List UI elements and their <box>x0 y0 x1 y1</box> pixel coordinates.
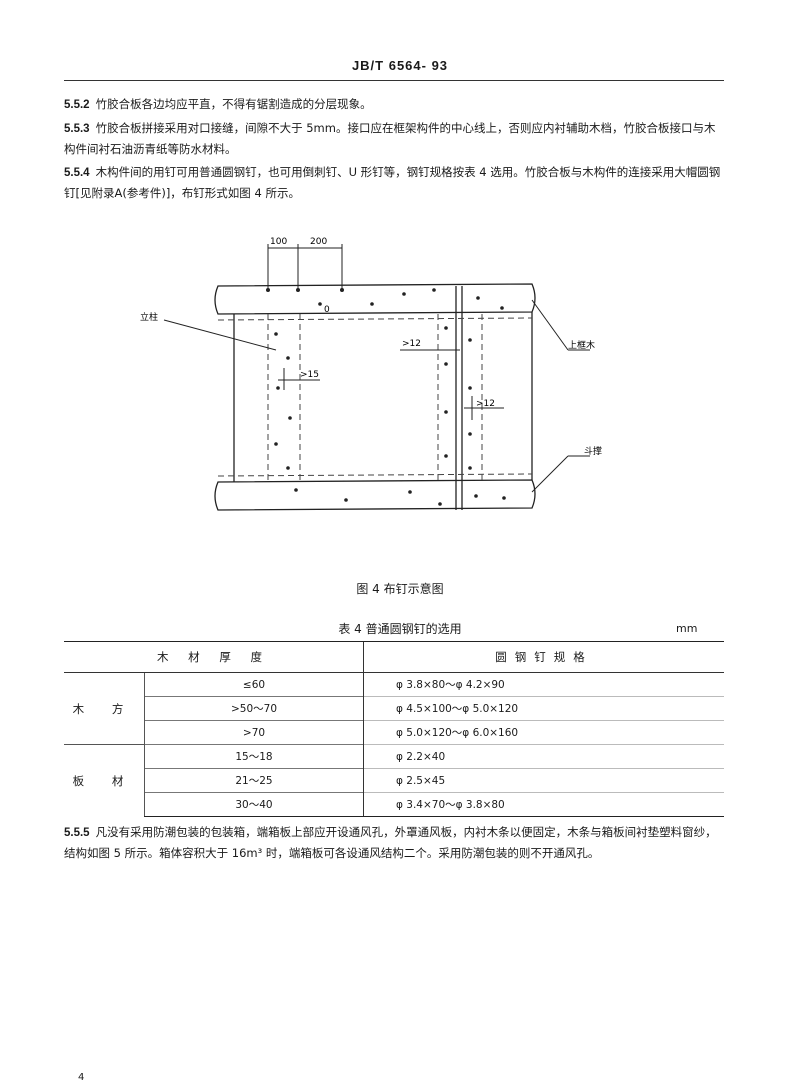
nail-dots <box>266 288 506 506</box>
section-number: 5.5.2 <box>64 99 90 111</box>
thickness-cell: >70 <box>144 720 364 745</box>
category-cell: 板 材 <box>64 744 145 817</box>
section-number: 5.5.4 <box>64 167 90 179</box>
spec-cell: φ 5.0×120～φ 6.0×160 <box>363 720 724 745</box>
bottom-beam <box>214 479 536 511</box>
top-beam <box>214 283 536 315</box>
thickness-cell: 30～40 <box>144 792 364 817</box>
standard-header: JB/T 6564- 93 <box>351 58 449 73</box>
header-rule <box>64 80 724 81</box>
thickness-cell: >50～70 <box>144 696 364 721</box>
min-12-label: >12 <box>476 399 495 409</box>
right-bottom-callout-label: 斗撑 <box>584 445 602 457</box>
section-text: 竹胶合板各边均应平直，不得有锯割造成的分层现象。 <box>95 97 372 111</box>
table-unit: mm <box>676 622 698 635</box>
leader-line <box>163 319 277 351</box>
table-row: 板 材 15～18 φ 2.2×40 <box>64 744 724 817</box>
table-header-row: 木 材 厚 度 圆钢钉规格 <box>64 641 724 673</box>
nailing-diagram: 100 200 0 立柱 上框木 斗撑 >15 >12 >12 <box>140 237 602 511</box>
spec-header: 圆钢钉规格 <box>363 641 724 673</box>
dim-100-label: 100 <box>270 237 287 247</box>
section-text: 竹胶合板拼接采用对口接缝，间隙不大于 5mm。接口应在框架构件的中心线上，否则应… <box>64 121 716 156</box>
table-row: >50～70 φ 4.5×100～φ 5.0×120 <box>64 696 724 721</box>
min-15-label: >15 <box>300 370 319 380</box>
thickness-cell: ≤60 <box>144 672 364 697</box>
dashed-line <box>217 473 533 477</box>
table-row: >70 φ 5.0×120～φ 6.0×160 <box>64 720 724 745</box>
figure-caption: 图 4 布钉示意图 <box>356 582 444 596</box>
dashed-line <box>217 317 533 321</box>
section-number: 5.5.3 <box>64 123 90 135</box>
zero-label: 0 <box>324 305 330 315</box>
spec-cell: φ 2.5×45 <box>363 768 724 793</box>
spec-cell: φ 3.8×80～φ 4.2×90 <box>363 672 724 697</box>
thickness-cell: 21～25 <box>144 768 364 793</box>
section-text: 凡没有采用防潮包装的包装箱，端箱板上部应开设通风孔，外罩通风板，内衬木条以便固定… <box>64 825 717 860</box>
table-row: 木 方 ≤60 φ 3.8×80～φ 4.2×90 <box>64 672 724 716</box>
nail-spec-table: 木 材 厚 度 圆钢钉规格 木 方 ≤60 φ 3.8×80～φ 4.2×90 … <box>64 641 724 817</box>
thickness-header: 木 材 厚 度 <box>64 641 364 673</box>
table-row: 21～25 φ 2.5×45 <box>64 768 724 793</box>
leader-line <box>531 299 569 351</box>
section-number: 5.5.5 <box>64 827 90 839</box>
leader-line <box>531 455 569 493</box>
spec-cell: φ 3.4×70～φ 3.8×80 <box>363 792 724 817</box>
dim-200-label: 200 <box>310 237 327 247</box>
right-top-callout-label: 上框木 <box>568 339 595 351</box>
section-text: 木构件间的用钉可用普通圆钢钉，也可用倒刺钉、U 形钉等，钢钉规格按表 4 选用。… <box>64 165 721 200</box>
left-callout-label: 立柱 <box>140 311 158 323</box>
spec-cell: φ 4.5×100～φ 5.0×120 <box>363 696 724 721</box>
page-number: 4 <box>78 1072 85 1083</box>
category-cell: 木 方 <box>72 701 136 716</box>
section-5-5-2: 5.5.2 竹胶合板各边均应平直，不得有锯割造成的分层现象。 <box>64 94 724 115</box>
table-row: 30～40 φ 3.4×70～φ 3.8×80 <box>64 792 724 817</box>
spec-cell: φ 2.2×40 <box>363 744 724 769</box>
table-title: 表 4 普通圆钢钉的选用 <box>338 622 462 636</box>
min-12-label: >12 <box>402 339 421 349</box>
thickness-cell: 15～18 <box>144 744 364 769</box>
